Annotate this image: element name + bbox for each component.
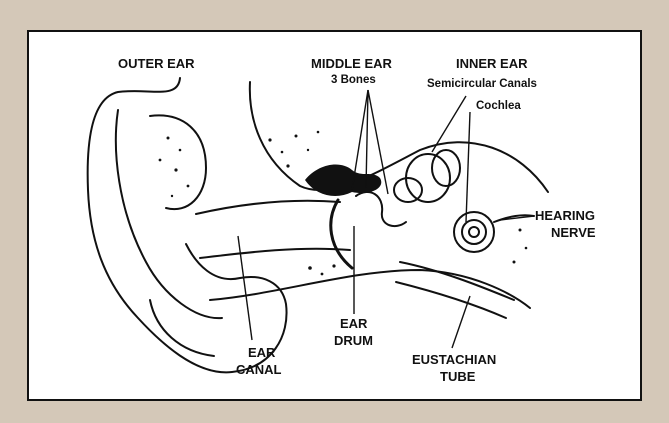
label-ear-drum-line2: DRUM bbox=[334, 333, 373, 348]
label-nerve: NERVE bbox=[551, 225, 596, 240]
semicircular-canal-2 bbox=[432, 150, 460, 186]
lower-bone bbox=[210, 270, 530, 308]
eustachian-tube-bottom bbox=[396, 282, 506, 318]
cochlea-mid bbox=[462, 220, 486, 244]
label-outer-ear: OUTER EAR bbox=[118, 56, 195, 71]
cochlea-outer bbox=[454, 212, 494, 252]
temporal-bone-mass bbox=[305, 165, 381, 196]
label-eustachian-line2: TUBE bbox=[440, 369, 475, 384]
ossicles bbox=[356, 192, 406, 226]
eustachian-tube-top bbox=[400, 262, 514, 300]
label-inner-ear: INNER EAR bbox=[456, 56, 528, 71]
label-ear-canal-line1: EAR bbox=[248, 345, 275, 360]
label-cochlea: Cochlea bbox=[476, 99, 521, 114]
ear-drum-shape bbox=[331, 200, 352, 268]
ear-canal-top bbox=[196, 201, 340, 214]
label-eustachian-line1: EUSTACHIAN bbox=[412, 352, 496, 367]
label-hearing: HEARING bbox=[535, 208, 595, 223]
label-ear-canal-line2: CANAL bbox=[236, 362, 282, 377]
earlobe bbox=[150, 300, 214, 356]
label-three-bones: 3 Bones bbox=[331, 73, 376, 88]
cochlea-inner bbox=[469, 227, 479, 237]
label-semicircular-canals: Semicircular Canals bbox=[427, 77, 537, 92]
pinna-inner-fold bbox=[116, 110, 222, 318]
bone-texture-dots bbox=[159, 131, 528, 276]
label-middle-ear: MIDDLE EAR bbox=[311, 56, 392, 71]
concha bbox=[150, 115, 206, 209]
label-ear-drum-line1: EAR bbox=[340, 316, 367, 331]
ear-canal-bottom bbox=[200, 249, 350, 258]
